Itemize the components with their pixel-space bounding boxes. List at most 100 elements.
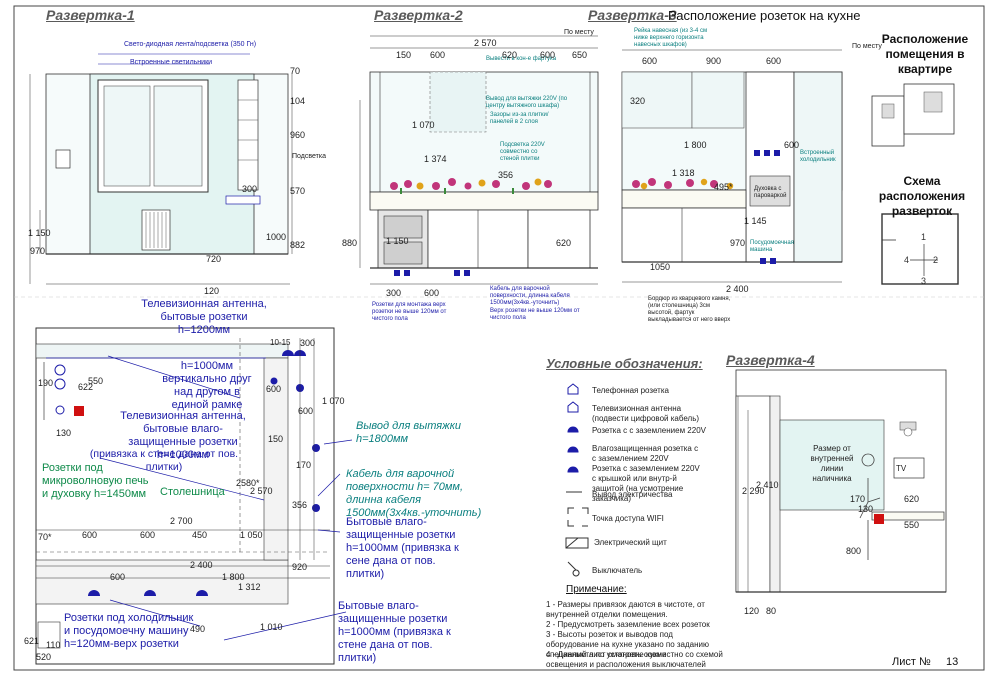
dim-150: 150	[268, 434, 284, 444]
sheet-label: Лист №	[892, 656, 931, 668]
dim-10-15: 10-15	[270, 338, 291, 347]
dim-h80: 80	[766, 606, 777, 616]
label-place: По месту	[564, 29, 594, 36]
dim-f1800: 1 800	[684, 140, 707, 150]
dim-e1070: 1 070	[412, 120, 435, 130]
dim-70: 70*	[38, 532, 52, 542]
dim-622: 622	[78, 382, 94, 392]
note-2: 2 - Предусмотреть заземление всех розето…	[546, 620, 710, 629]
label-hood: Вывод для вытяжки h=1800мм	[356, 420, 462, 445]
dim-2400: 2 400	[190, 560, 213, 570]
dim-e620b: 620	[556, 238, 572, 248]
notes-title: Примечание:	[566, 584, 627, 595]
sheet-frame	[13, 5, 985, 671]
scheme-title: Схема расположения разверток	[878, 174, 966, 218]
label-countertop: Столешница	[160, 486, 225, 498]
svg-text:3: 3	[921, 276, 926, 286]
dim-1800: 1 800	[222, 572, 245, 582]
dim-490: 490	[190, 624, 206, 634]
dim-h2410: 2 410	[756, 480, 779, 490]
dim-g104: 104	[290, 96, 306, 106]
dim-600d: 600	[140, 530, 156, 540]
dim-e880: 880	[342, 238, 358, 248]
svg-text:1: 1	[921, 232, 926, 242]
room-location-plan	[871, 83, 955, 147]
dim-g120: 120	[204, 286, 220, 296]
elevation-2-title: Развертка-2	[374, 7, 463, 23]
dim-920: 920	[292, 562, 308, 572]
dim-1312: 1 312	[238, 582, 261, 592]
elevation-3-title: Развертка-3	[588, 7, 677, 23]
elevation-4-title: Развертка-4	[726, 352, 815, 368]
legend-ground: Розетка с с заземлением 220V	[592, 426, 706, 435]
legend-moisture: Влагозащищенная розетка с с заземлением …	[592, 444, 699, 463]
dim-h170: 170	[850, 494, 866, 504]
dim-600b: 600	[298, 406, 314, 416]
room-location-title: Расположение помещения в квартире	[881, 32, 969, 76]
dim-170: 170	[296, 460, 312, 470]
elevation-3	[621, 49, 843, 283]
dim-e600c: 600	[424, 288, 440, 298]
label-moisture-sockets-1: Бытовые влаго-защищенные розетки h=1000м…	[346, 516, 459, 580]
dim-f320: 320	[630, 96, 646, 106]
dim-f600c: 600	[784, 140, 800, 150]
label-sockets-low-2: Верх розетки не выше 120мм от чистого по…	[490, 308, 580, 321]
dim-g882: 882	[290, 240, 306, 250]
elevation-scheme: 1 4 2 3	[881, 213, 959, 286]
elevation-4	[735, 369, 947, 593]
dim-h2290: 2 290	[742, 486, 765, 496]
dim-e150: 150	[396, 50, 412, 60]
dim-h130: 130	[858, 504, 874, 514]
label-vertical-frame: h=1000мм вертикально друг над другом в е…	[162, 360, 252, 411]
label-microwave: Розетки под микроволновую печь и духовку…	[42, 462, 149, 500]
dim-g570: 570	[290, 186, 306, 196]
dim-621: 621	[24, 636, 40, 646]
label-cable-hob: Кабель для варочной поверхности, длинна …	[490, 286, 570, 306]
dim-g970: 970	[30, 246, 46, 256]
dim-600a: 600	[266, 384, 282, 394]
dim-600e: 600	[110, 572, 126, 582]
label-steam-oven: Духовка с пароваркой	[754, 186, 787, 199]
dim-e600a: 600	[430, 50, 446, 60]
legend-wire: Вывод электричества	[592, 490, 673, 499]
dim-g1150: 1 150	[28, 228, 51, 238]
dim-f1318: 1 318	[672, 168, 695, 178]
dim-2700: 2 700	[170, 516, 193, 526]
dim-g960: 960	[290, 130, 306, 140]
dim-g300: 300	[242, 184, 258, 194]
dim-e600b: 600	[540, 50, 556, 60]
label-rail: Рейка навесная (из 3-4 см ниже верхнего …	[634, 28, 708, 48]
dim-450: 450	[192, 530, 208, 540]
dim-g70: 70	[290, 66, 301, 76]
label-hob-cable: Кабель для варочной поверхности h= 70мм,…	[346, 468, 482, 519]
dim-1050: 1 050	[240, 530, 263, 540]
sheet-number: 13	[946, 656, 959, 668]
dim-f900: 900	[706, 56, 722, 66]
dim-f1050: 1050	[650, 262, 671, 272]
label-builtin-fridge: Встроенный холодильник	[800, 150, 836, 163]
legend-phone: Телефонная розетка	[592, 386, 669, 395]
dim-h120: 120	[744, 606, 760, 616]
legend-tv: Телевизионная антенна (подвести цифровой…	[592, 404, 700, 423]
elevation-1-title: Развертка-1	[46, 7, 135, 23]
dim-h800: 800	[846, 546, 862, 556]
kitchen-plan	[35, 327, 353, 665]
dim-f600: 600	[642, 56, 658, 66]
label-sockets-low: Розетки для монтажа верх розетки не выше…	[372, 302, 447, 322]
legend-lid: Розетка с заземлением 220V с крышкой или…	[592, 464, 700, 503]
dim-1070: 1 070	[322, 396, 345, 406]
dim-f495: 495*	[714, 182, 733, 192]
dim-2570: 2 570	[250, 486, 273, 496]
legend-title: Условные обозначения:	[546, 356, 703, 371]
dim-h620: 620	[904, 494, 920, 504]
label-backlight-220: Подсветка 220V совместно со стеной плитк…	[500, 142, 545, 162]
label-led: Свето-диодная лента/подсветка (350 Гн)	[124, 41, 257, 48]
dim-600c: 600	[82, 530, 98, 540]
label-hood-out: Вывод для вытяжки 220V (по центру вытяжн…	[486, 96, 568, 109]
label-moisture-sockets-2: Бытовые влаго-защищенные розетки h=1000м…	[338, 600, 451, 664]
dim-520: 520	[36, 652, 52, 662]
label-builtin-lamps: Встроенные светильники	[130, 59, 213, 66]
label-size-note: Размер от внутренней линии наличника	[810, 444, 854, 483]
